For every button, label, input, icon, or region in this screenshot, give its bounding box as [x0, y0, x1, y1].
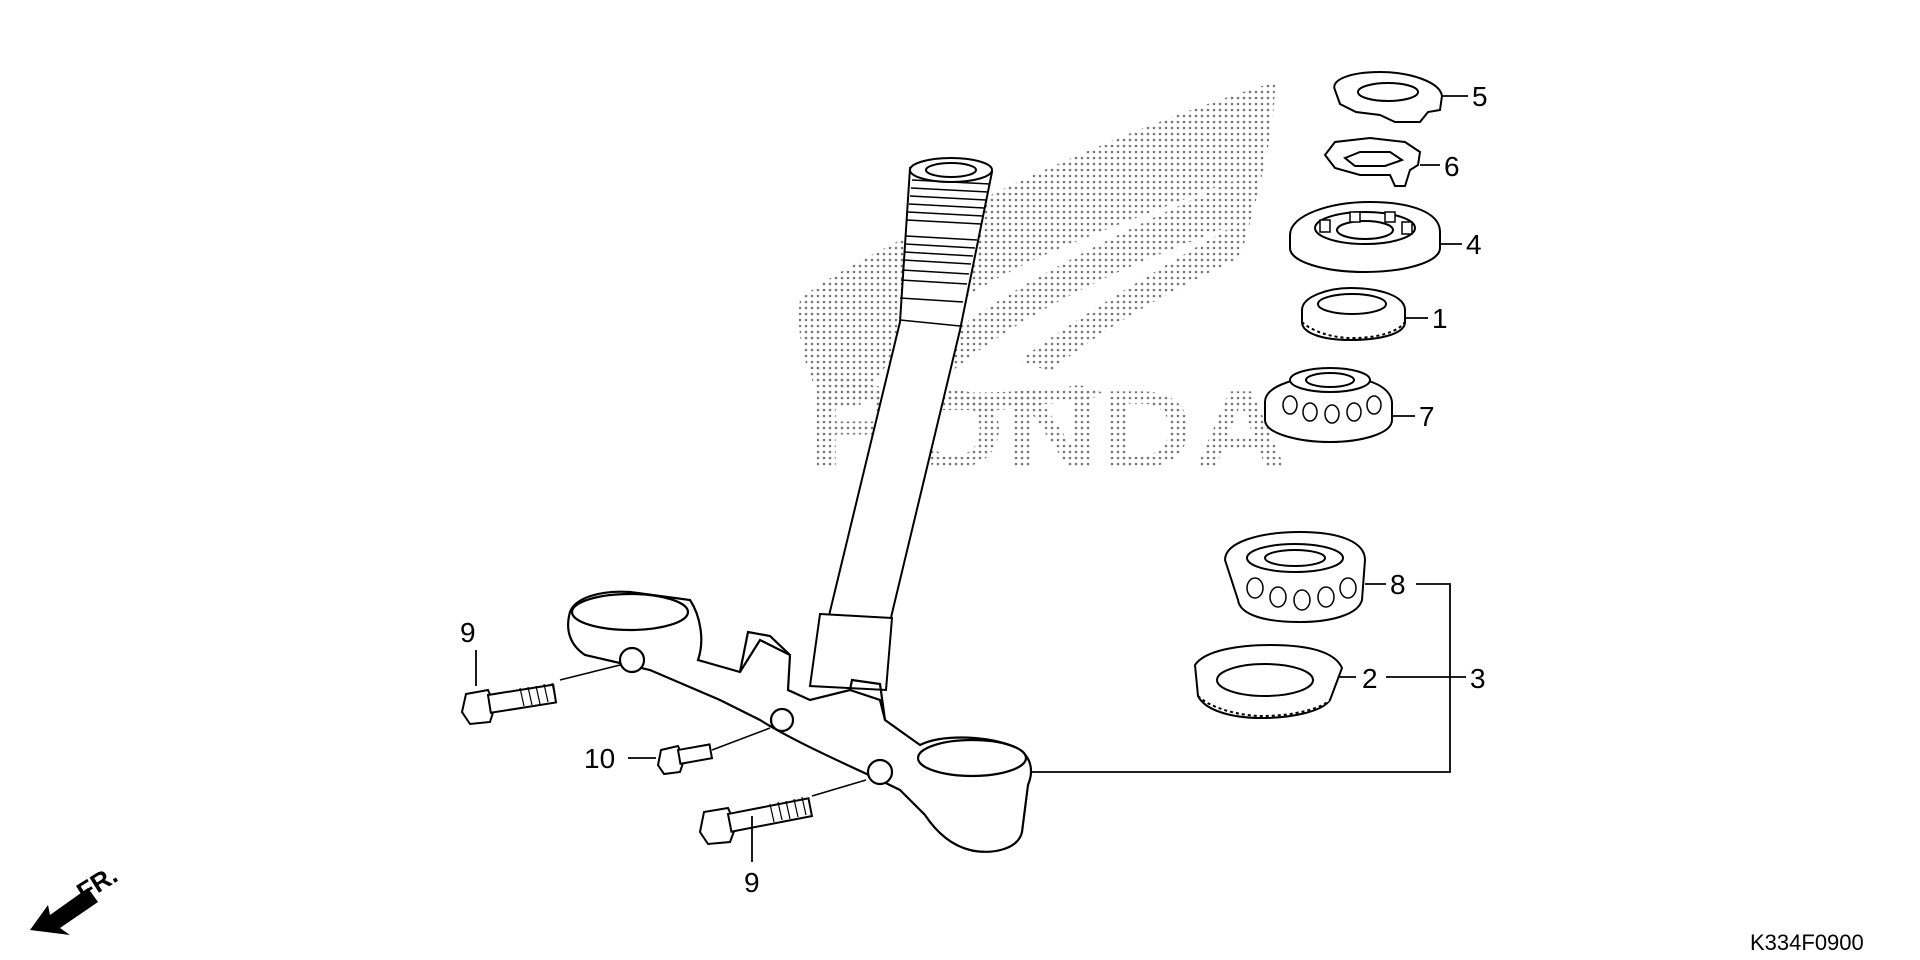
bolt-alignment-lines	[559, 664, 867, 797]
callout-2: 2	[1362, 663, 1378, 694]
stem-top-bore	[925, 162, 977, 178]
callout-9-lower: 9	[744, 867, 760, 898]
callout-10: 10	[584, 743, 615, 774]
honda-watermark: HONDA	[798, 82, 1288, 491]
part-7-upper-bearing	[1264, 367, 1393, 444]
callout-4: 4	[1466, 229, 1482, 260]
callout-5: 5	[1472, 81, 1488, 112]
bolt-9-lower	[698, 796, 814, 846]
center-bolt-hole	[769, 707, 795, 733]
right-pinch-bolt-hole	[866, 758, 894, 786]
callout-labels: 5 6 4 1 7 8 2 3 9 9 10	[460, 81, 1488, 898]
callout-3: 3	[1470, 663, 1486, 694]
left-pinch-bolt-hole	[618, 646, 646, 674]
bottom-bridge-body	[567, 590, 1033, 853]
part-1-upper-race	[1301, 286, 1406, 342]
callout-6: 6	[1444, 151, 1460, 182]
part-5-lock-nut	[1333, 70, 1444, 123]
leader-lines	[475, 95, 1468, 862]
bolt-9-upper	[460, 682, 558, 726]
bridge-rib-left	[738, 630, 791, 673]
bolt-10	[656, 743, 714, 776]
callout-8: 8	[1390, 569, 1406, 600]
front-direction-indicator: FR.	[30, 859, 123, 935]
stem-collar	[808, 612, 894, 692]
honda-wing-watermark	[798, 82, 1275, 410]
callout-7: 7	[1419, 401, 1435, 432]
stem-threads	[899, 179, 991, 327]
part-6-lock-washer	[1323, 136, 1422, 187]
callout-9-upper: 9	[460, 617, 476, 648]
right-fork-clamp-bore	[916, 738, 1028, 778]
left-fork-clamp-bore	[570, 592, 690, 632]
callout-1: 1	[1432, 303, 1448, 334]
part-8-lower-bearing	[1223, 530, 1367, 624]
part-4-adjusting-nut	[1289, 200, 1441, 274]
steering-stem	[808, 157, 994, 692]
bridge-rib-right	[848, 678, 887, 721]
front-arrow-icon	[30, 888, 98, 935]
diagram-code: K334F0900	[1750, 930, 1864, 955]
part-2-lower-race	[1193, 643, 1344, 720]
bottom-bridge	[567, 590, 1033, 853]
